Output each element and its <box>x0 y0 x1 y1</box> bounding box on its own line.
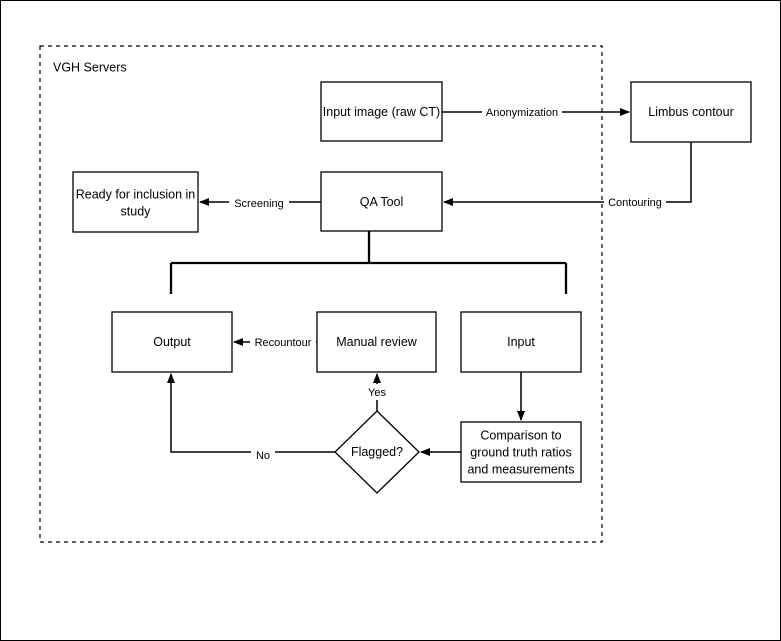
node-input-image-label: Input image (raw CT) <box>323 105 440 119</box>
node-qa-tool-label: QA Tool <box>360 195 404 209</box>
node-flagged-label: Flagged? <box>351 445 403 459</box>
vgh-servers-label: VGH Servers <box>53 60 127 74</box>
node-flagged-decision[interactable]: Flagged? <box>334 410 420 494</box>
node-input[interactable]: Input <box>460 311 582 373</box>
edge-label-no: No <box>256 450 270 462</box>
edge-label-anonymization: Anonymization <box>486 107 558 119</box>
node-ready-study[interactable]: Ready for inclusion in study <box>72 171 199 233</box>
node-comparison-label-line3: and measurements <box>467 462 574 476</box>
node-manual-review[interactable]: Manual review <box>316 311 437 373</box>
edge-label-contouring: Contouring <box>608 197 662 209</box>
edge-label-recountour: Recountour <box>255 337 312 349</box>
vgh-servers-group <box>39 45 603 543</box>
edge-label-yes: Yes <box>368 387 386 399</box>
node-output[interactable]: Output <box>111 311 233 373</box>
node-comparison[interactable]: Comparison to ground truth ratios and me… <box>460 421 582 483</box>
edge-contouring <box>443 142 692 206</box>
node-qa-tool[interactable]: QA Tool <box>320 171 443 232</box>
node-output-label: Output <box>153 335 191 349</box>
node-limbus-contour-label: Limbus contour <box>648 105 733 119</box>
node-manual-review-label: Manual review <box>336 335 418 349</box>
node-comparison-label-line1: Comparison to <box>480 428 561 442</box>
node-ready-study-label-line1: Ready for inclusion in <box>76 187 196 201</box>
node-limbus-contour[interactable]: Limbus contour <box>630 81 752 143</box>
node-ready-study-label-line2: study <box>121 204 152 218</box>
edge-label-screening: Screening <box>234 198 284 210</box>
node-comparison-label-line2: ground truth ratios <box>470 445 571 459</box>
node-input-image[interactable]: Input image (raw CT) <box>320 81 443 142</box>
node-input-label: Input <box>507 335 535 349</box>
edge-flagged-no <box>167 373 335 453</box>
